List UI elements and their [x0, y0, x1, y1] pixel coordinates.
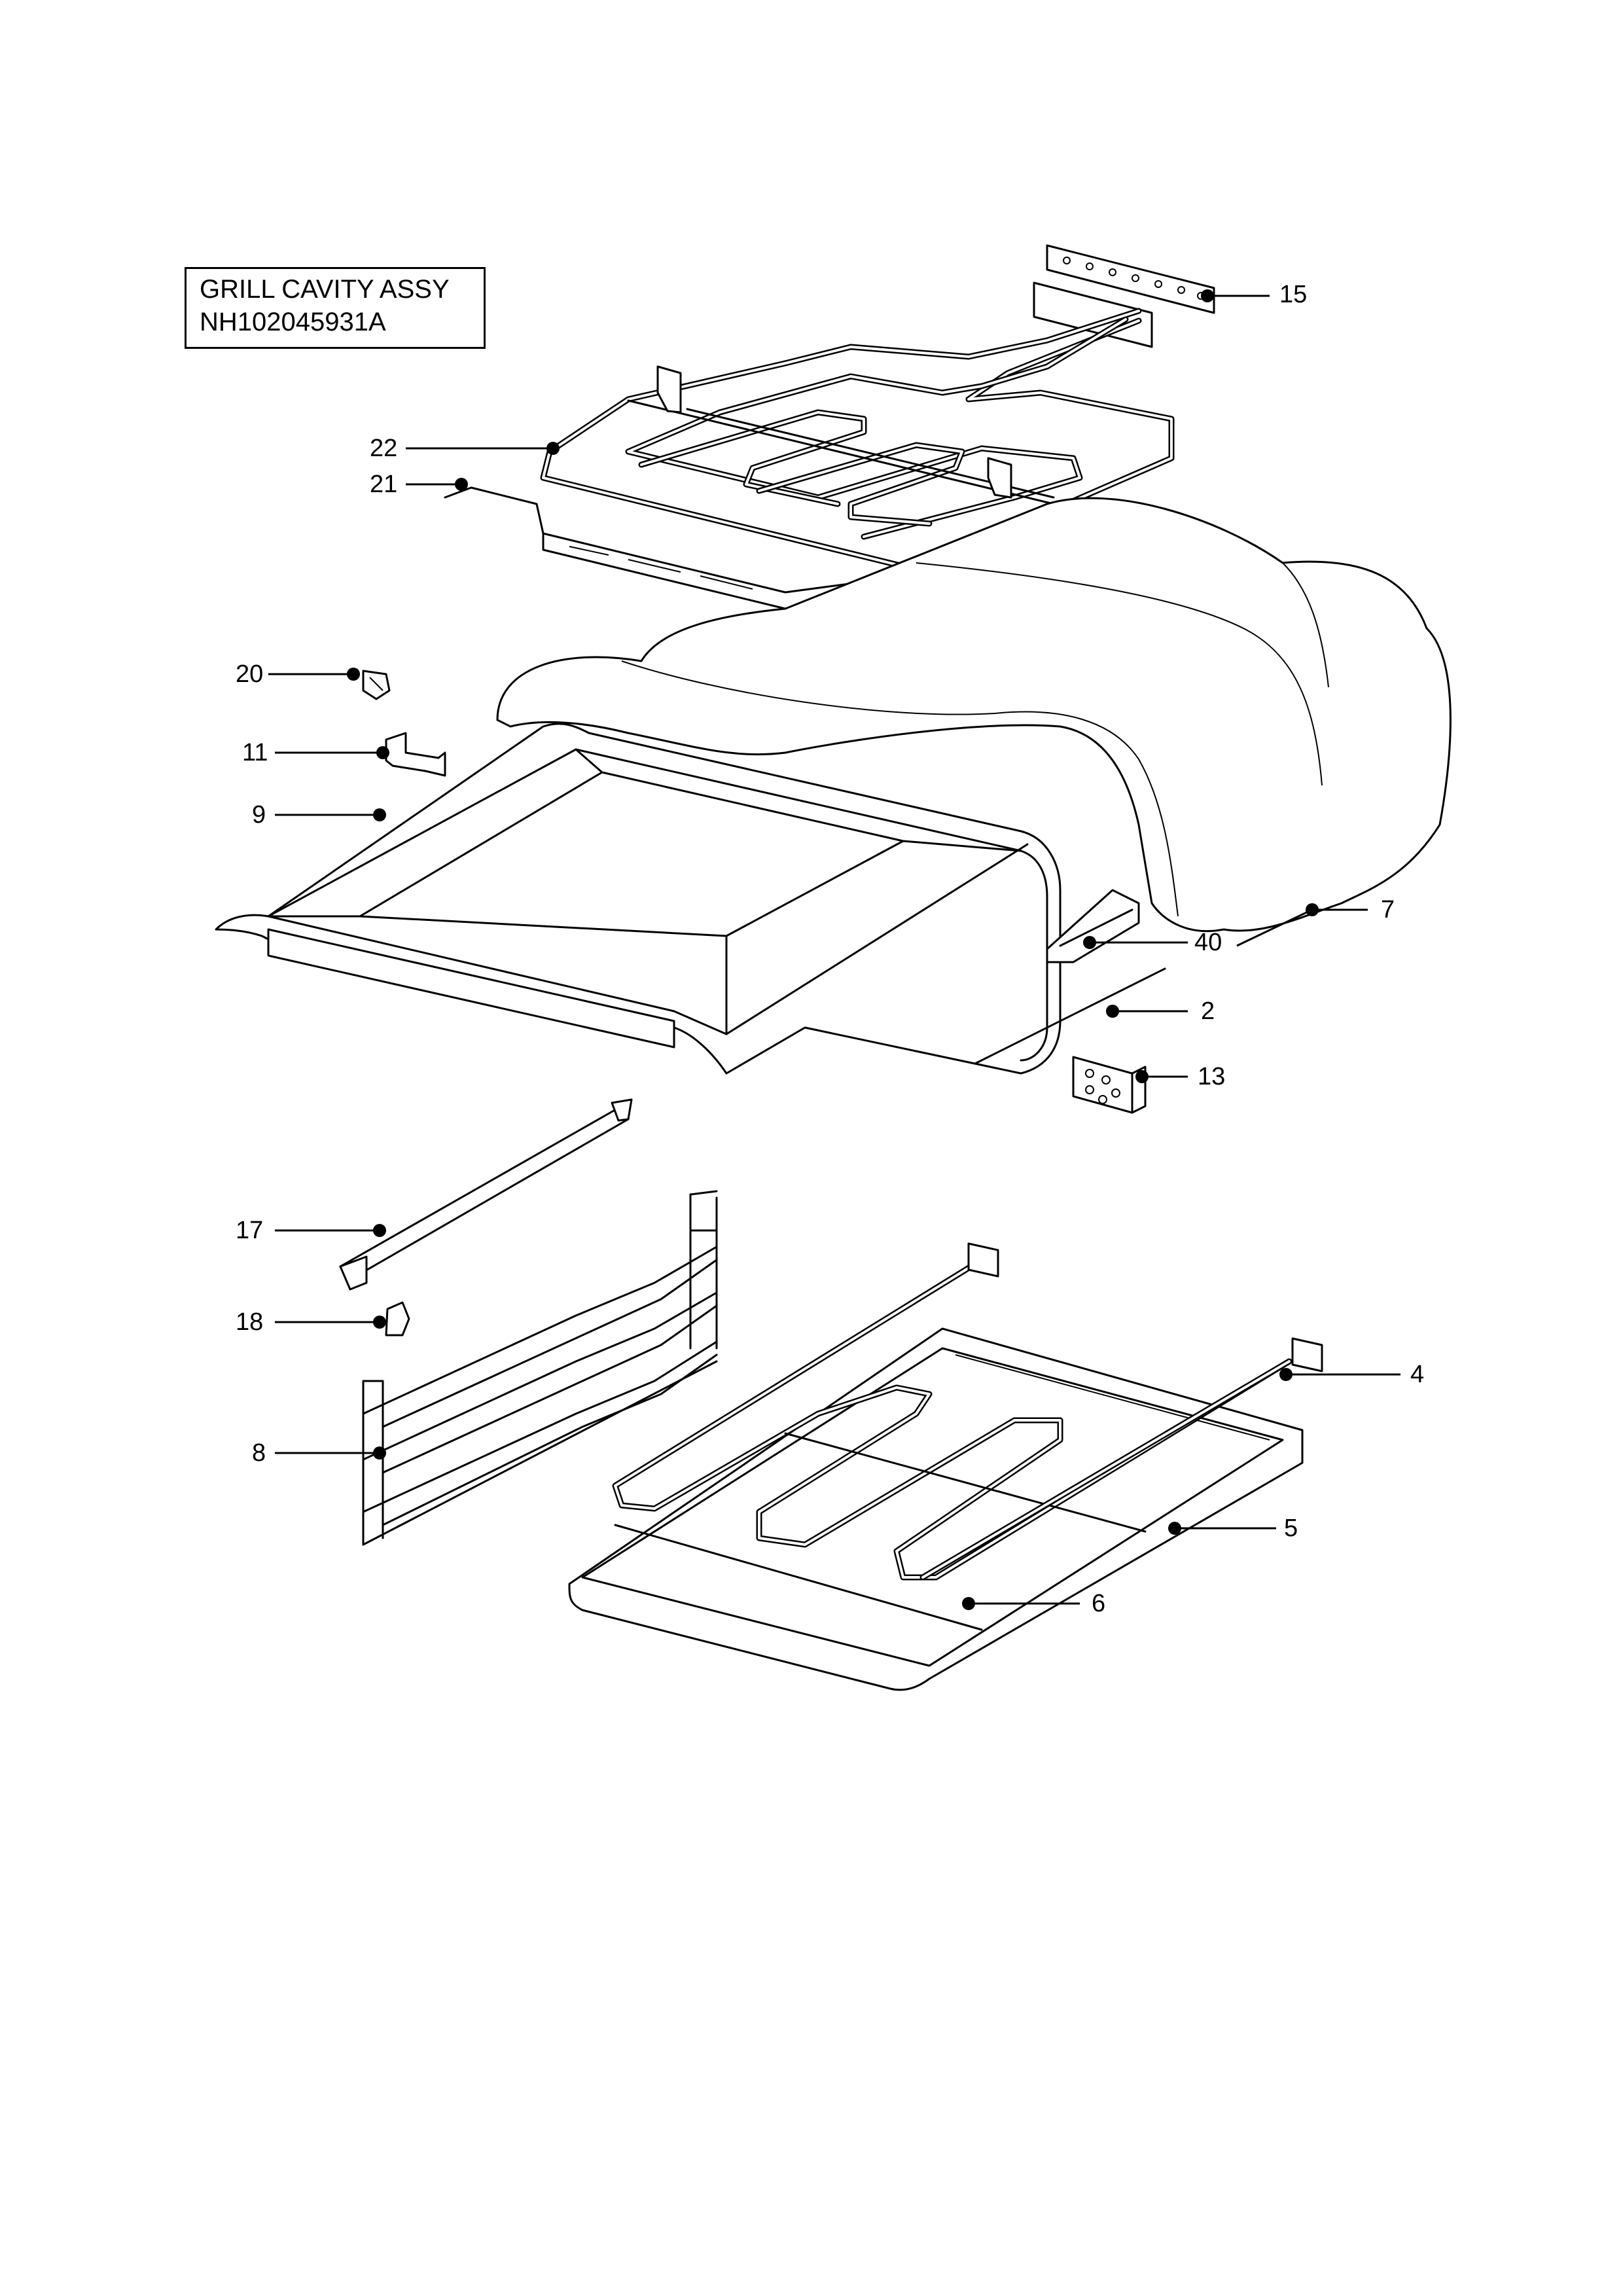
callout-label-15: 15	[1279, 281, 1307, 308]
callout-5: 5	[1168, 1515, 1298, 1542]
callout-22: 22	[370, 435, 560, 462]
callout-label-4: 4	[1410, 1361, 1424, 1388]
part-9-cavity-front	[215, 723, 1061, 1075]
callout-20: 20	[236, 660, 360, 688]
part-18-clip	[385, 1301, 410, 1336]
callout-15: 15	[1201, 281, 1307, 308]
callout-label-17: 17	[236, 1217, 263, 1244]
part-8-shelf-runners	[362, 1190, 718, 1546]
diagram-title: GRILL CAVITY ASSY	[200, 275, 450, 304]
callout-40: 40	[1083, 929, 1222, 956]
callout-label-11: 11	[242, 739, 268, 766]
part-11-bracket	[385, 732, 446, 777]
callout-label-8: 8	[252, 1439, 266, 1467]
part-20-clip	[362, 670, 391, 700]
callout-label-40: 40	[1194, 929, 1222, 956]
part-15-terminal-strip	[1046, 244, 1215, 314]
callout-6: 6	[962, 1590, 1105, 1617]
callout-8: 8	[252, 1439, 386, 1467]
callout-7: 7	[1236, 896, 1395, 947]
callout-21: 21	[370, 471, 468, 498]
part-5-tray	[568, 1327, 1304, 1691]
callout-2: 2	[1106, 997, 1215, 1025]
part-13-plate	[1072, 1056, 1147, 1114]
callout-13: 13	[1135, 1063, 1225, 1090]
callout-label-2: 2	[1201, 997, 1215, 1025]
callout-label-22: 22	[370, 435, 397, 462]
callout-9: 9	[252, 801, 386, 829]
part-number: NH102045931A	[200, 308, 386, 336]
part-22-grill-element	[540, 281, 1175, 573]
callout-label-13: 13	[1198, 1063, 1225, 1090]
part-4-rod-element	[919, 1337, 1323, 1581]
callout-label-7: 7	[1381, 896, 1395, 924]
callout-18: 18	[236, 1308, 386, 1336]
part-2-panel	[974, 967, 1166, 1065]
callout-label-20: 20	[236, 660, 263, 688]
part-7-insulation	[496, 497, 1452, 933]
callout-label-5: 5	[1284, 1515, 1298, 1542]
part-6-lower-element	[612, 1242, 1293, 1631]
callout-label-21: 21	[370, 471, 397, 498]
callout-label-6: 6	[1092, 1590, 1105, 1617]
diagram-title-box: GRILL CAVITY ASSY NH102045931A	[185, 267, 486, 349]
part-40-bracket	[1046, 889, 1140, 963]
part-17-rail	[339, 1098, 633, 1291]
callout-label-9: 9	[252, 801, 266, 829]
callout-4: 4	[1279, 1361, 1424, 1388]
callout-17: 17	[236, 1217, 386, 1244]
callout-label-18: 18	[236, 1308, 263, 1336]
callout-11: 11	[242, 739, 389, 766]
